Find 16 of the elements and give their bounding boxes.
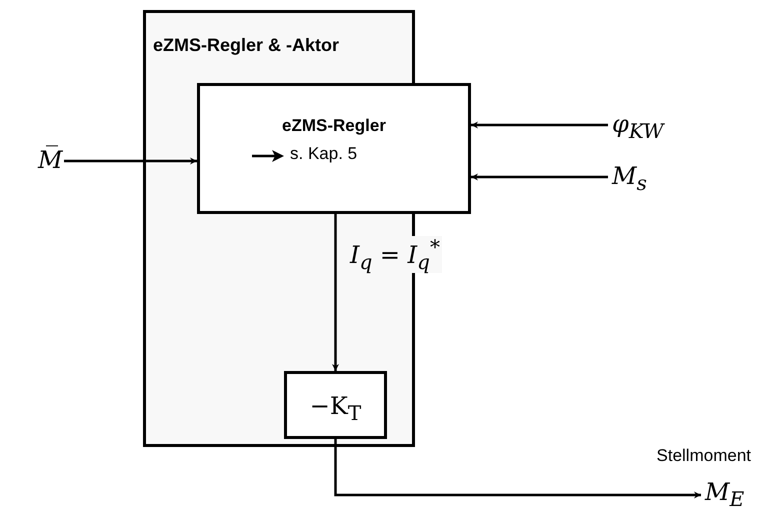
math-label: φ$_{KW}$ — [612, 110, 712, 140]
side-caption: Stellmoment — [656, 446, 751, 466]
block-label: −K$_{T}$ — [308, 392, 362, 425]
block-box — [197, 83, 471, 214]
arrow — [332, 214, 339, 371]
arrow — [64, 158, 197, 164]
math-label: M$_{E}$ — [705, 478, 753, 512]
arrow — [471, 174, 608, 180]
panel-title: eZMS-Regler & -Aktor — [153, 35, 340, 56]
block-title: eZMS-Regler — [281, 116, 387, 136]
arrow — [471, 122, 608, 128]
math-label: M$_{s}$ — [612, 162, 652, 192]
block-box — [284, 371, 387, 439]
arrow — [334, 439, 701, 498]
math-label: M̅ — [38, 146, 64, 176]
reference-text: s. Kap. 5 — [290, 144, 358, 164]
